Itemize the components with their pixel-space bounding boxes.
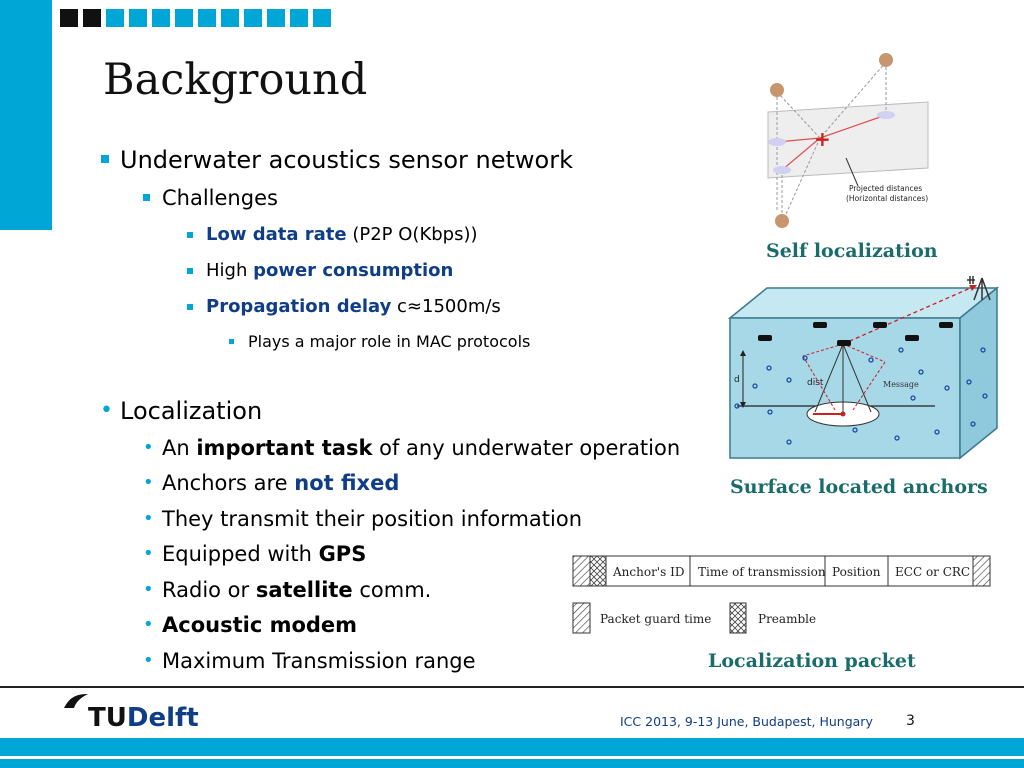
bullet-marker	[229, 339, 234, 344]
svg-text:+: +	[814, 127, 831, 151]
header-squares	[60, 9, 336, 27]
side-accent-bar	[0, 0, 52, 230]
tudelft-logo: TUDelft	[88, 703, 199, 733]
surface-anchors-caption: Surface located anchors	[730, 476, 988, 498]
conference-info: ICC 2013, 9-13 June, Budapest, Hungary	[620, 714, 873, 729]
bullet-transmit-position: They transmit their position information	[162, 507, 583, 531]
field-time-of-transmission: Time of transmission	[698, 565, 826, 579]
field-ecc-crc: ECC or CRC	[895, 565, 970, 579]
bullet-acoustic-modem: Acoustic modem	[162, 613, 358, 637]
bullet-dot: •	[143, 437, 154, 458]
bullet-sensor-network: Underwater acoustics sensor network	[120, 146, 573, 174]
field-position: Position	[832, 565, 881, 579]
localization-packet-diagram: Anchor's ID Time of transmission Positio…	[572, 555, 991, 634]
self-localization-caption: Self localization	[766, 240, 938, 262]
bullet-low-data-rate: Low data rate (P2P O(Kbps))	[206, 224, 478, 245]
bullet-dot: •	[100, 398, 113, 423]
self-localization-diagram: + Projected distances (Horizontal distan…	[767, 53, 929, 228]
bullet-satellite: Radio or satellite comm.	[162, 578, 432, 602]
message-label: Message	[883, 380, 919, 389]
depth-label: d	[734, 375, 740, 385]
legend-preamble: Preamble	[758, 612, 816, 626]
footer-accent-bar	[0, 738, 1024, 756]
bullet-mac-protocols: Plays a major role in MAC protocols	[248, 332, 531, 351]
page-number: 3	[906, 713, 915, 729]
legend-guard-time: Packet guard time	[600, 612, 711, 626]
bullet-important-task: An important task of any underwater oper…	[162, 436, 681, 460]
bullet-dot: •	[143, 508, 154, 529]
bullet-marker	[187, 232, 193, 238]
bullet-dot: •	[143, 472, 154, 493]
bullet-dot: •	[143, 579, 154, 600]
bullet-propagation-delay: Propagation delay c≈1500m/s	[206, 296, 501, 317]
bullet-marker	[187, 304, 193, 310]
footer-accent-bar-bottom	[0, 759, 1024, 768]
bullet-not-fixed: Anchors are not fixed	[162, 471, 400, 495]
bullet-dot: •	[143, 543, 154, 564]
bullet-gps: Equipped with GPS	[162, 542, 367, 566]
bullet-marker	[187, 268, 193, 274]
bullet-challenges: Challenges	[162, 186, 278, 210]
bullet-marker	[101, 155, 109, 163]
localization-packet-caption: Localization packet	[708, 650, 916, 672]
surface-anchors-diagram: d dist Message	[727, 276, 1000, 460]
bullet-transmission-range: Maximum Transmission range	[162, 649, 476, 673]
field-anchor-id: Anchor's ID	[612, 565, 684, 579]
bullet-marker	[143, 194, 150, 201]
horizontal-distances-label: (Horizontal distances)	[846, 194, 928, 203]
bullet-dot: •	[143, 650, 154, 671]
slide-title: Background	[103, 55, 368, 105]
bullet-power-consumption: High power consumption	[206, 260, 454, 281]
projected-distances-label: Projected distances	[849, 184, 922, 193]
tudelft-flame-icon	[62, 692, 90, 714]
bullet-localization: Localization	[120, 397, 263, 425]
footer-divider	[0, 686, 1024, 688]
dist-label: dist	[807, 378, 824, 388]
bullet-dot: •	[143, 614, 154, 635]
